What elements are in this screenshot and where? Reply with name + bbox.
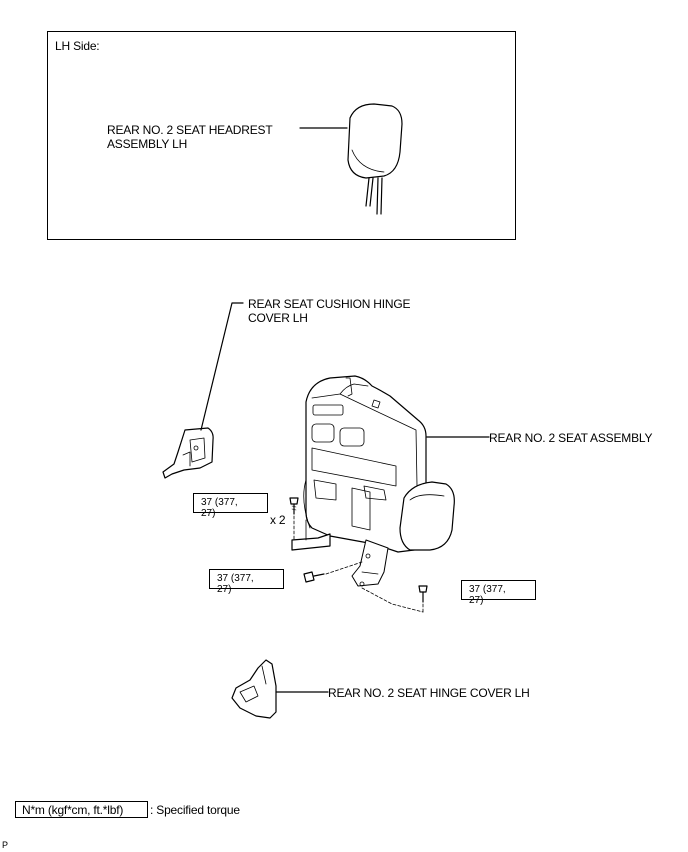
cushion-hinge-cover-drawing bbox=[162, 302, 244, 479]
seat-assembly-label: REAR NO. 2 SEAT ASSEMBLY bbox=[489, 431, 653, 445]
inset-title: LH Side: bbox=[55, 39, 100, 53]
legend-torque-unit-box bbox=[15, 801, 148, 818]
torque-box-right: 37 (377, 27) bbox=[461, 580, 536, 606]
torque-value-cont: 27) bbox=[201, 508, 216, 519]
seat-hinge-cover-label: REAR NO. 2 SEAT HINGE COVER LH bbox=[328, 686, 530, 700]
bolt-middle bbox=[303, 561, 363, 583]
torque-value: 37 (377, bbox=[469, 584, 506, 595]
torque-value: 37 (377, bbox=[217, 573, 254, 584]
legend-description: : Specified torque bbox=[150, 803, 240, 817]
torque-box-middle: 37 (377, 27) bbox=[209, 569, 284, 595]
torque-value-cont: 27) bbox=[217, 584, 232, 595]
seat-hinge-cover-drawing bbox=[231, 659, 329, 719]
headrest-label-line2: ASSEMBLY LH bbox=[107, 137, 188, 151]
torque-box-top: 37 (377, 27) bbox=[193, 493, 268, 519]
bolt-top bbox=[289, 497, 299, 541]
torque-value: 37 (377, bbox=[201, 497, 238, 508]
quantity-label: x 2 bbox=[270, 513, 286, 527]
legend-torque-unit: N*m (kgf*cm, ft.*lbf) bbox=[22, 803, 124, 817]
corner-mark: P bbox=[2, 840, 8, 850]
headrest-drawing bbox=[299, 103, 403, 215]
cushion-hinge-cover-label-line1: REAR SEAT CUSHION HINGE bbox=[248, 297, 411, 311]
lh-side-inset bbox=[47, 31, 516, 240]
seat-assembly-drawing bbox=[291, 375, 490, 587]
torque-value-cont: 27) bbox=[469, 595, 484, 606]
headrest-label-line1: REAR NO. 2 SEAT HEADREST bbox=[107, 123, 273, 137]
bolt-right bbox=[361, 585, 428, 613]
cushion-hinge-cover-label-line2: COVER LH bbox=[248, 311, 308, 325]
